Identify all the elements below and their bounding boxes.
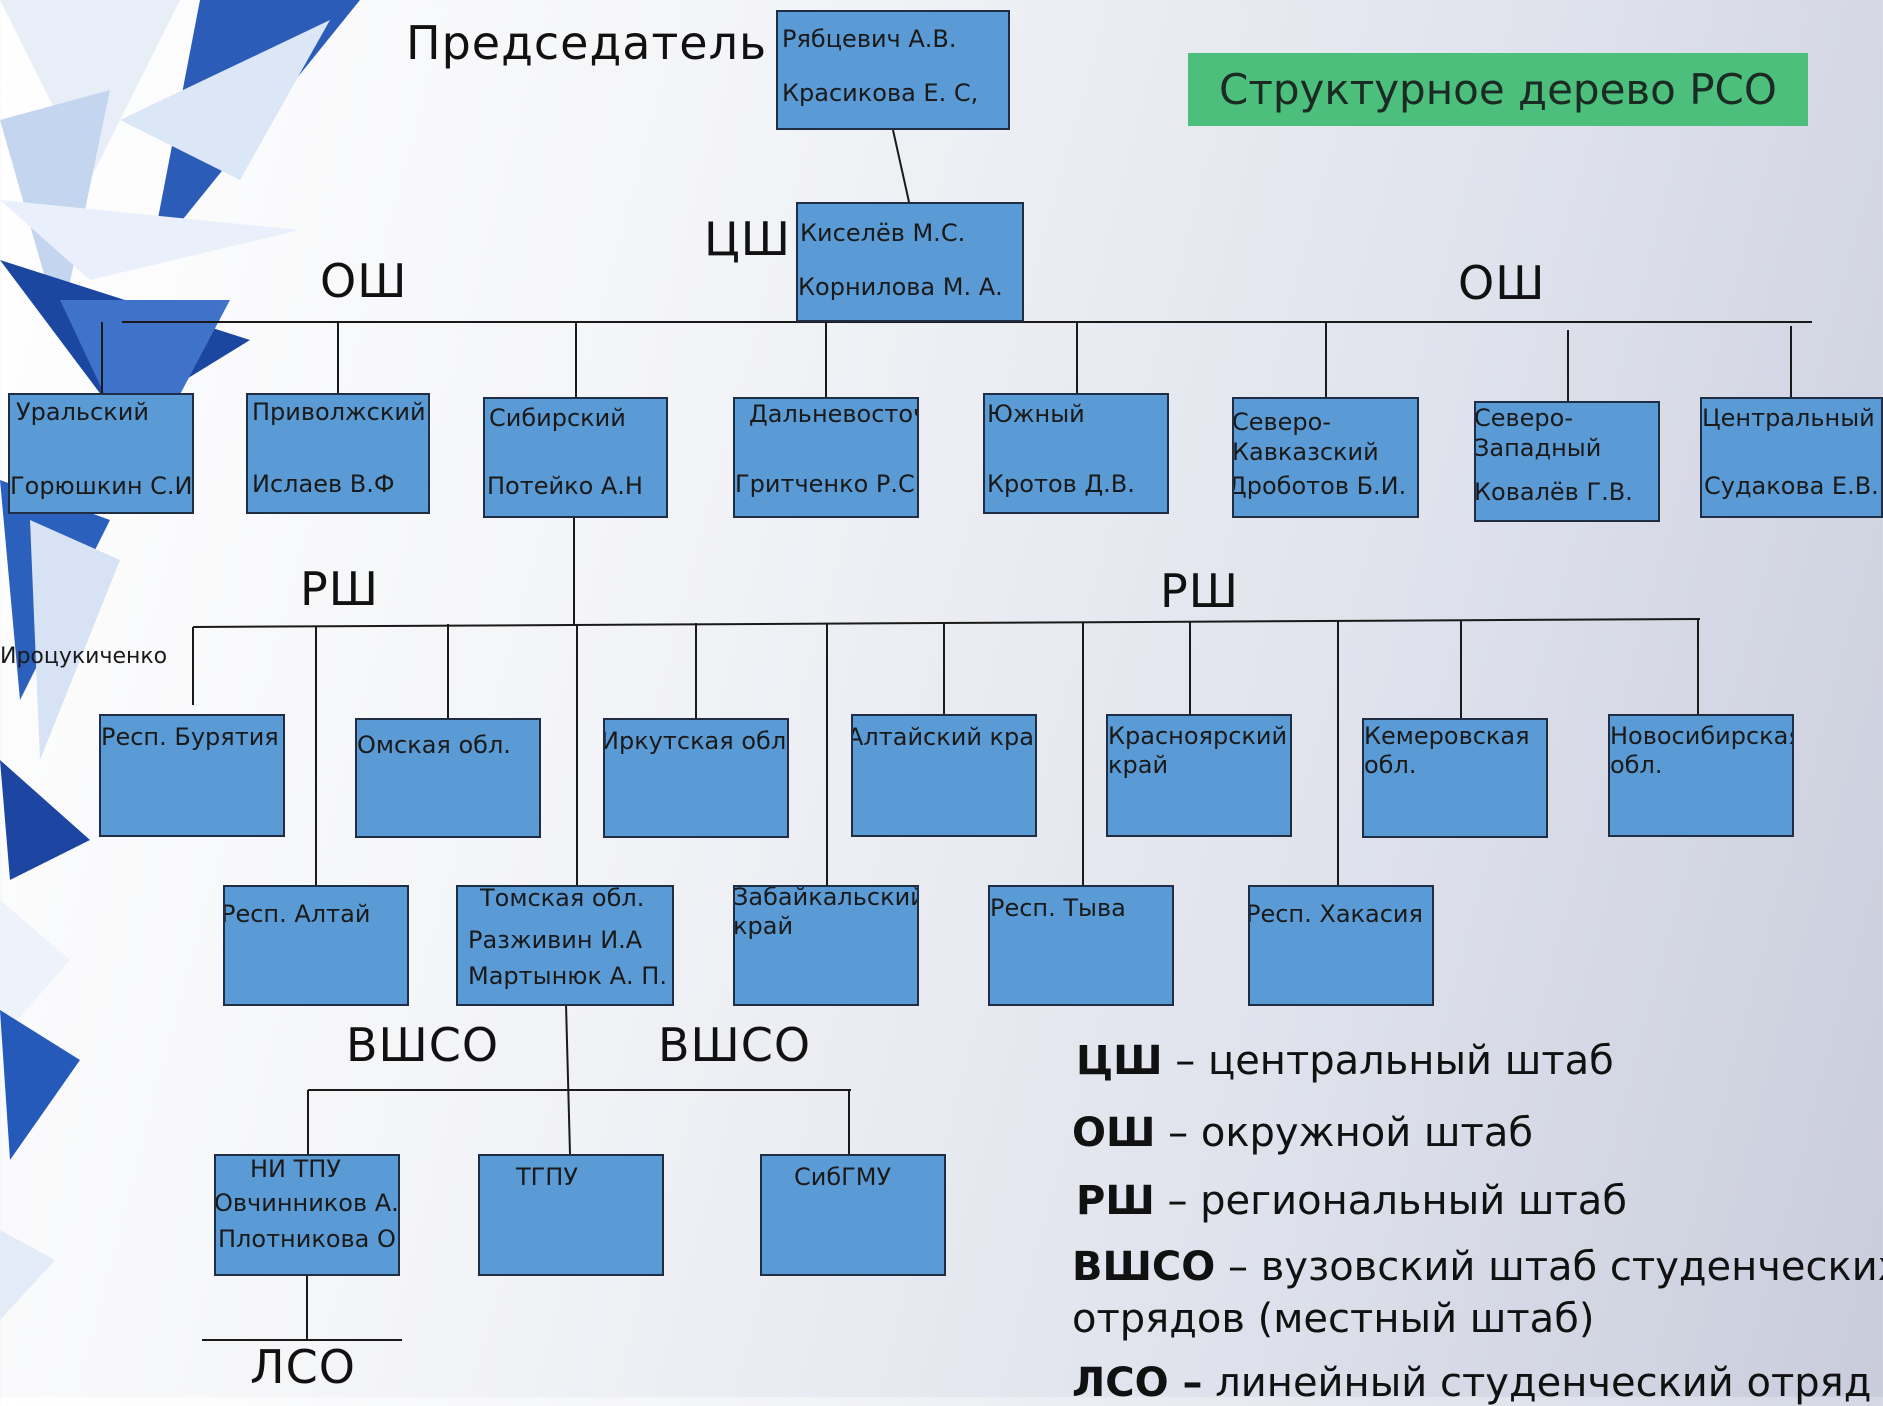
region-box-novosibirsk: Новосибирская обл. — [1608, 714, 1794, 837]
region-box-omsk: Омская обл. — [355, 718, 541, 838]
chart-title: Структурное дерево РСО — [1188, 53, 1808, 126]
chairman-name-1: Рябцевич А.В. — [782, 25, 957, 53]
region-box-altai-republic: Респ. Алтай — [223, 885, 409, 1006]
legend-central: ЦШ – центральный штаб — [1076, 1038, 1614, 1084]
label-regional-hq-left: РШ — [300, 562, 379, 616]
region-box-altai-krai: Алтайский край — [851, 714, 1037, 837]
district-box-far-east: Дальневосточный Гритченко Р.С. — [733, 397, 919, 518]
district-box-ural: Уральский Горюшкин С.И. — [8, 393, 194, 514]
label-university-hq-right: ВШСО — [658, 1018, 812, 1072]
stray-fragment-text: Ироцукиченко — [0, 644, 168, 669]
region-box-buryatia: Респ. Бурятия — [99, 714, 285, 837]
label-university-hq-left: ВШСО — [346, 1018, 500, 1072]
label-regional-hq-right: РШ — [1160, 564, 1239, 618]
legend-regional: РШ – региональный штаб — [1076, 1178, 1627, 1224]
university-box-tgpu: ТГПУ — [478, 1154, 664, 1276]
legend-university: ВШСО – вузовский штаб студенческих — [1072, 1244, 1883, 1290]
legend-district: ОШ – окружной штаб — [1072, 1110, 1533, 1156]
region-box-irkutsk: Иркутская обл. — [603, 718, 789, 838]
university-box-sibgmu: СибГМУ — [760, 1154, 946, 1276]
central-hq-name-1: Киселёв М.С. — [800, 219, 966, 247]
region-box-zabaykalsky: Забайкальский край — [733, 885, 919, 1006]
district-box-north-caucasus: Северо-Кавказский Дроботов Б.И. — [1232, 397, 1419, 518]
label-district-hq-right: ОШ — [1458, 256, 1546, 310]
region-box-tyva: Респ. Тыва — [988, 885, 1174, 1006]
region-box-krasnoyarsk: Красноярский край — [1106, 714, 1292, 837]
university-box-tpu: НИ ТПУ Овчинников А. Плотникова О. — [214, 1154, 400, 1276]
region-box-tomsk: Томская обл. Разживин И.А Мартынюк А. П. — [456, 885, 674, 1006]
chairman-box: Рябцевич А.В. Красикова Е. С, — [776, 10, 1010, 130]
region-box-khakassia: Респ. Хакасия — [1248, 885, 1434, 1006]
label-district-hq-left: ОШ — [320, 254, 408, 308]
label-chairman: Председатель — [406, 16, 768, 70]
district-box-north-west: Северо-Западный Ковалёв Г.В. — [1474, 401, 1660, 522]
district-box-south: Южный Кротов Д.В. — [983, 393, 1169, 514]
legend-university-continued: отрядов (местный штаб) — [1072, 1296, 1595, 1342]
chairman-name-2: Красикова Е. С, — [782, 79, 979, 107]
district-box-volga: Приволжский Ислаев В.Ф — [246, 393, 430, 514]
district-box-siberia: Сибирский Потейко А.Н — [483, 397, 668, 518]
central-hq-name-2: Корнилова М. А. — [798, 273, 1003, 301]
central-hq-box: Киселёв М.С. Корнилова М. А. — [796, 202, 1024, 322]
region-box-kemerovo: Кемеровская обл. — [1362, 718, 1548, 838]
district-box-central: Центральный Судакова Е.В. — [1700, 397, 1883, 518]
label-linear-squad: ЛСО — [250, 1340, 356, 1394]
legend-linear: ЛСО – линейный студенческий отряд — [1072, 1360, 1872, 1406]
label-central-hq: ЦШ — [704, 212, 791, 266]
